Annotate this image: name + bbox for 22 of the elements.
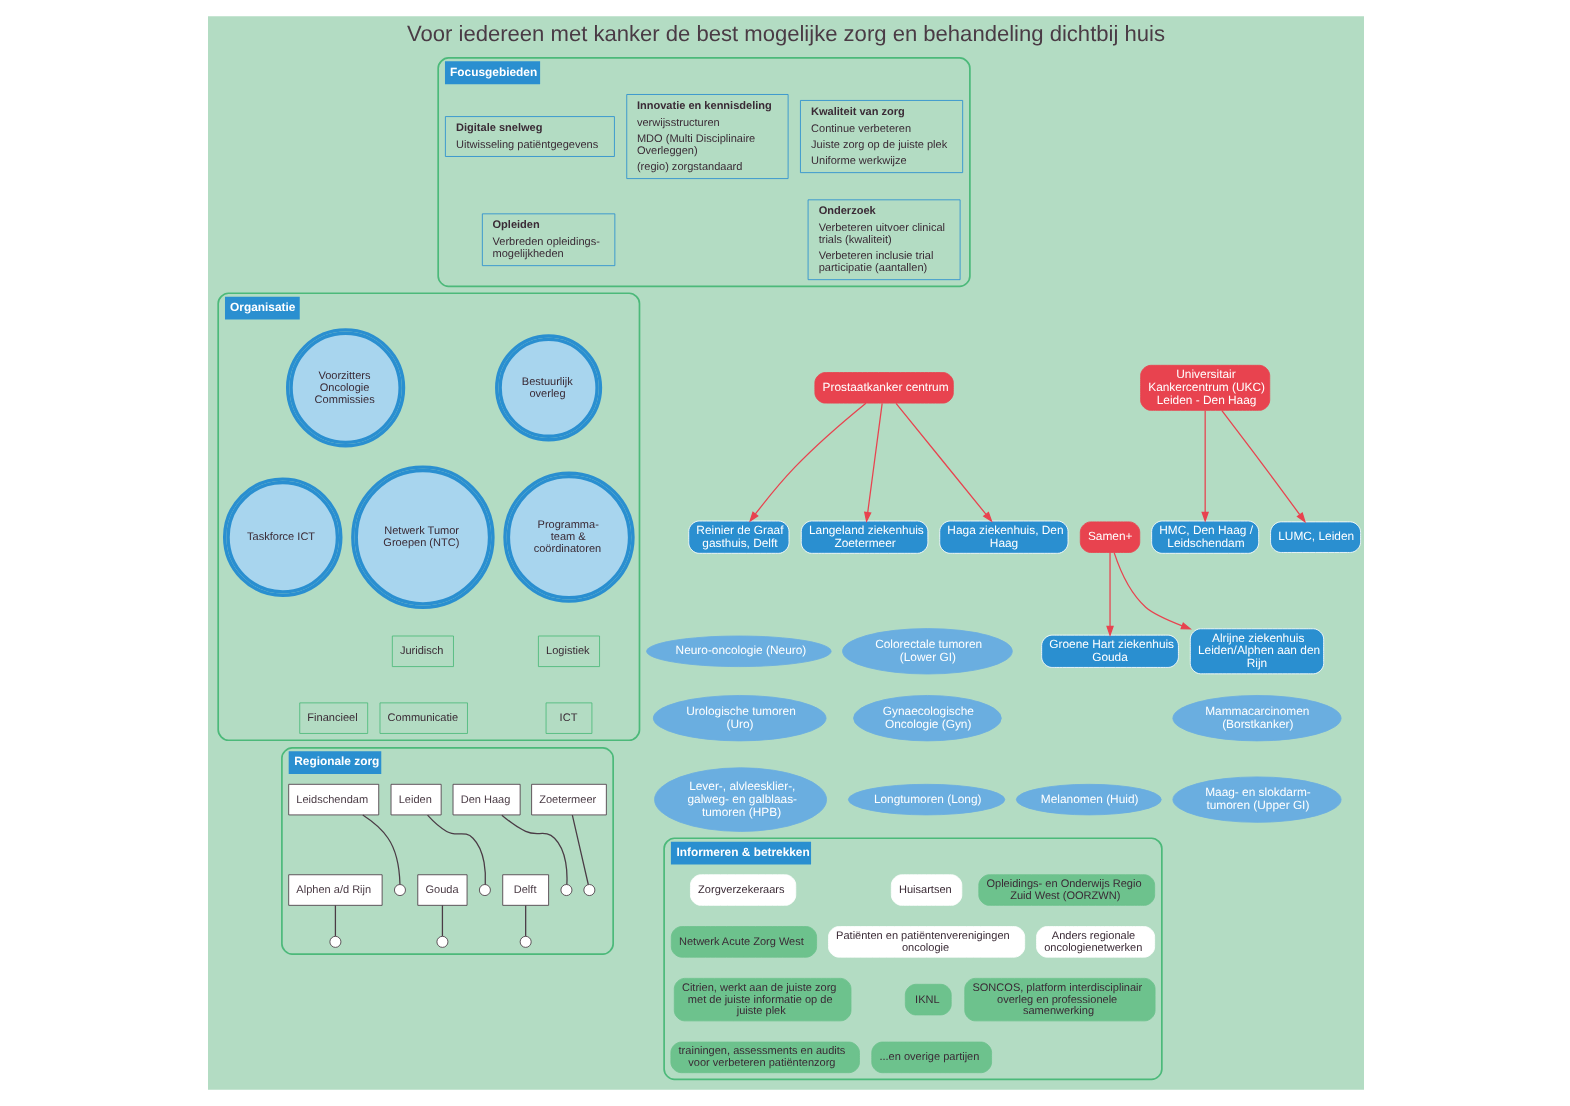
- arrow: [748, 402, 866, 523]
- arrow: [1220, 409, 1306, 524]
- node-circle: [518, 935, 531, 948]
- arrow: [1200, 409, 1209, 523]
- node-circle: [328, 935, 341, 948]
- connector: [333, 904, 336, 937]
- node-circle: [435, 935, 448, 948]
- arrow: [862, 402, 882, 523]
- connector: [361, 814, 400, 885]
- connector: [500, 814, 567, 886]
- connector: [570, 814, 588, 886]
- diagram-title: Voor iedereen met kanker de best mogelijke zorg en behandeling dichtbij huis: [406, 22, 1164, 47]
- node-circle: [393, 884, 405, 896]
- arrow: [1112, 552, 1191, 630]
- connector: [524, 904, 526, 937]
- node-circle: [582, 884, 595, 896]
- connector: [440, 904, 443, 937]
- node-circle: [559, 884, 572, 896]
- arrow: [1105, 551, 1113, 637]
- connector: [425, 814, 486, 886]
- node-circle: [477, 884, 490, 896]
- arrow: [894, 402, 992, 523]
